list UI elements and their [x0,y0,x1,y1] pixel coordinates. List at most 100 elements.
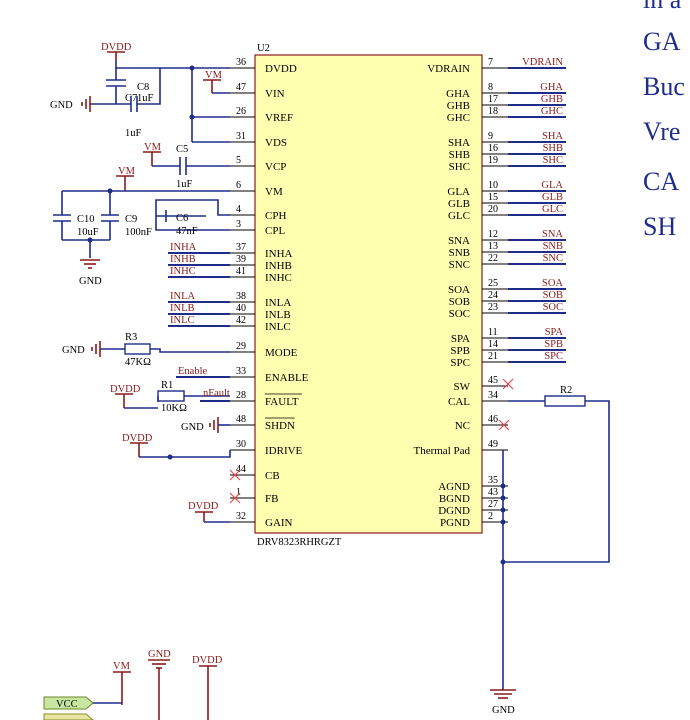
gnd-power-bottom: GND [148,649,171,720]
net-inhb: INHB [170,254,196,265]
pin-number: 2 [488,511,493,522]
c8-ref: C8 [137,82,149,93]
net-label: SOA [542,278,563,289]
c10-ref: C10 [77,214,95,225]
pin-name: VDS [265,137,287,149]
gnd-label-5: GND [492,705,515,716]
vm-power-c5: VM [143,142,162,166]
c5-value: 1uF [176,179,193,190]
pin-name: INLB [265,309,291,321]
pin-number: 31 [236,131,246,142]
pin-number: 16 [488,143,498,154]
pin-name: GLA [447,186,470,198]
pin-name: Thermal Pad [413,445,470,457]
pin-name: SHB [449,149,470,161]
side-text-line: Buc [643,72,685,101]
pin-name: ENABLE [265,372,309,384]
net-shc: SHC [508,155,566,167]
net-inha: INHA [170,242,197,253]
dvdd-label: DVDD [101,42,132,53]
pin-name: INHC [265,272,292,284]
pin-number: 40 [236,303,246,314]
pin-name: DVDD [265,63,297,75]
pin-number: 19 [488,155,498,166]
pin-number: 15 [488,192,498,203]
net-label: SNC [543,253,563,264]
r1-value: 10KΩ [161,403,187,414]
pin-name: SHDN [265,420,295,432]
gnd-symbol-c10: GND [79,259,102,287]
pin-number: 1 [236,487,241,498]
pin-name: VIN [265,88,285,100]
pin-name: SHC [449,161,470,173]
pin-name: SPA [451,333,470,345]
pin-number: 24 [488,290,498,301]
side-text-line: in a [643,0,682,14]
pin-number: 6 [236,180,241,191]
pin-number: 39 [236,254,246,265]
pin-number: 43 [488,487,498,498]
pin-number: 17 [488,94,498,105]
pin-name: SPB [450,345,470,357]
vm-label-4: VM [113,661,131,672]
pin-number: 49 [488,439,498,450]
pin-name: NC [455,420,470,432]
chip-part: DRV8323RHRGZT [257,537,342,548]
vm-label-2: VM [144,142,162,153]
pin-name: MODE [265,347,298,359]
pin-number: 34 [488,390,498,401]
vm-label-3: VM [118,166,136,177]
net-label: GHB [541,94,563,105]
net-ghb: GHB [508,94,566,106]
net-spa: SPA [508,327,566,339]
dvdd-label-2: DVDD [110,384,141,395]
net-label: VDRAIN [522,57,563,68]
net-snc: SNC [508,253,566,265]
pin-name: INLC [265,321,291,333]
net-shb: SHB [508,143,566,155]
pin-number: 35 [488,475,498,486]
pin-number: 5 [236,155,241,166]
net-snb: SNB [508,241,566,253]
side-text-line: CA [643,167,679,196]
vm-power-rail: VM [116,166,136,191]
pin-number: 8 [488,82,493,93]
pin-name: FAULT [265,396,299,408]
net-label: GLA [541,180,563,191]
pin-name: DGND [438,505,470,517]
pin-number: 10 [488,180,498,191]
pin-number: 7 [488,57,493,68]
net-label: GLB [542,192,563,203]
pin-number: 28 [236,390,246,401]
right-nets: VDRAINGHAGHBGHCSHASHBSHCGLAGLBGLCSNASNBS… [508,57,566,363]
gnd-symbol-r3: GND [62,341,101,357]
chip-body [254,54,483,534]
side-text-line: SH [643,212,676,241]
pin-name: BGND [439,493,470,505]
pin-number: 22 [488,253,498,264]
side-text-line: Vre [643,117,680,146]
pin-name: GAIN [265,517,293,529]
pin-name: GLB [448,198,470,210]
